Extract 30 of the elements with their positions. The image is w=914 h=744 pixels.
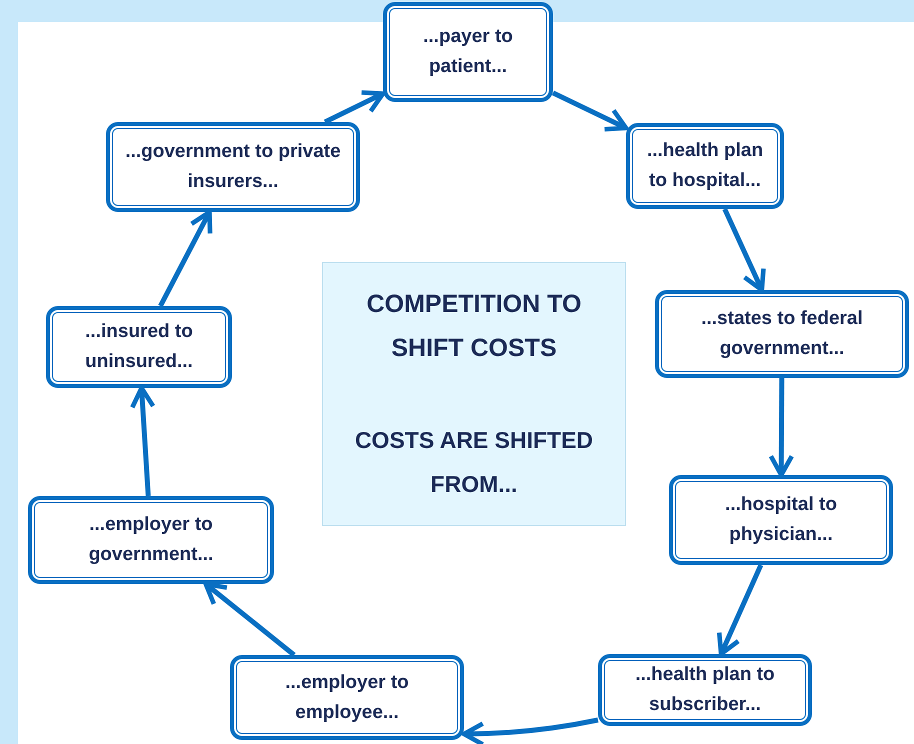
text-box (669, 475, 893, 565)
arrow (462, 718, 598, 744)
box-label: ...employer to government... (88, 513, 214, 567)
arrow (130, 386, 156, 496)
arrow (158, 210, 212, 308)
arrow (716, 564, 764, 656)
arrow (552, 90, 628, 132)
text-box (383, 2, 553, 102)
text-box (655, 290, 909, 378)
box-label: ...payer to patient... (422, 25, 514, 79)
text-box (46, 306, 232, 388)
box-label: ...states to federal government... (700, 307, 864, 361)
arrow (324, 90, 386, 124)
text-box (28, 496, 274, 584)
box-label: ...employer to employee... (284, 670, 410, 724)
arrow (203, 582, 296, 657)
arrow (768, 378, 794, 478)
arrow (722, 208, 766, 292)
box-label: ...insured to uninsured... (84, 320, 194, 374)
subheading: COSTS ARE SHIFTED FROM... (354, 426, 594, 499)
title-panel (322, 262, 626, 526)
box-label: ...government to private insurers... (124, 140, 342, 194)
heading: COMPETITION TO SHIFT COSTS (366, 289, 582, 364)
box-label: ...hospital to physician... (724, 493, 838, 547)
text-box (230, 655, 464, 740)
box-label: ...health plan to subscriber... (634, 663, 776, 717)
text-box (598, 654, 812, 726)
text-box (626, 123, 784, 209)
box-label: ...health plan to hospital... (646, 139, 764, 193)
text-box (106, 122, 360, 212)
